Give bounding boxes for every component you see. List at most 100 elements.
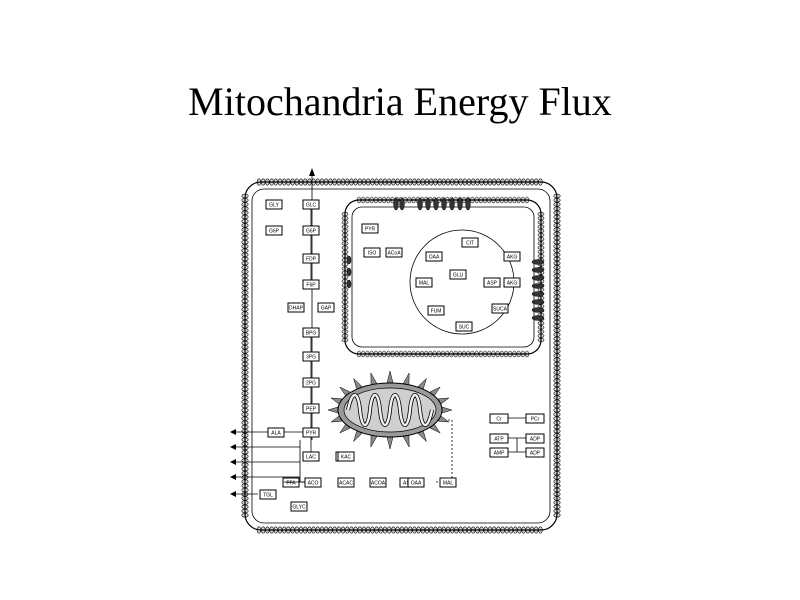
dashed-connector	[436, 419, 453, 483]
svg-text:FDP: FDP	[306, 257, 317, 263]
mitochondrion-illustration	[327, 370, 453, 450]
mito-metabolite-boxes: PYR CIT OAA MAL ACoA AKG AKG SUC SUCA FUM GLU ASP IS…	[361, 223, 521, 332]
top-arrowhead	[309, 168, 315, 176]
svg-text:3PG: 3PG	[306, 355, 316, 361]
mito-transporters	[346, 197, 545, 321]
cell-inner-outline	[251, 188, 551, 524]
energy-arrows	[508, 417, 526, 453]
cell-metabolite-box: ACAC	[337, 477, 355, 488]
svg-text:ACO: ACO	[308, 481, 319, 487]
cell-metabolite-box: GAP	[317, 302, 335, 313]
svg-text:MAL: MAL	[443, 481, 454, 487]
svg-text:AMP: AMP	[494, 451, 506, 457]
svg-text:BPG: BPG	[306, 331, 317, 337]
svg-text:G6P: G6P	[306, 229, 317, 235]
svg-text:CIT: CIT	[466, 241, 474, 247]
mito-metabolite-box: CIT	[461, 237, 479, 248]
svg-text:KAC: KAC	[341, 455, 352, 461]
cell-metabolite-box: LAC	[302, 451, 320, 462]
svg-text:AKG: AKG	[507, 281, 518, 287]
mito-outline	[344, 199, 542, 355]
cell-outline	[244, 181, 558, 531]
svg-text:PYR: PYR	[365, 227, 376, 233]
svg-text:SUC: SUC	[459, 325, 470, 331]
svg-text:ASP: ASP	[487, 281, 498, 287]
svg-text:ISO: ISO	[368, 251, 377, 257]
svg-text:OAA: OAA	[411, 481, 422, 487]
mito-inner-outline	[351, 206, 535, 348]
svg-text:ADP: ADP	[530, 451, 541, 457]
svg-text:OAA: OAA	[429, 255, 440, 261]
mito-metabolite-box: ACoA	[385, 247, 403, 258]
cell-metabolite-box: GLY	[265, 199, 283, 210]
cell-metabolite-box: OAA	[407, 477, 425, 488]
mito-metabolite-box: SUC	[455, 321, 473, 332]
mito-metabolite-box: ISO	[363, 247, 381, 258]
cell-metabolite-box: ACOA	[369, 477, 387, 488]
cell-metabolite-box: 2PG	[302, 377, 320, 388]
cell-metabolite-box: G6P	[265, 225, 283, 236]
svg-text:MAL: MAL	[419, 281, 430, 287]
energy-box: AMP	[489, 447, 509, 458]
mito-metabolite-box: FUM	[427, 305, 445, 316]
cell-metabolite-box: PEP	[302, 403, 320, 414]
svg-text:ALA: ALA	[271, 431, 281, 437]
cell-metabolite-box: KAC	[337, 451, 355, 462]
svg-text:GLU: GLU	[453, 273, 464, 279]
cell-metabolite-box: FFA	[282, 477, 300, 488]
svg-text:TGL: TGL	[263, 493, 273, 499]
cell-metabolite-boxes: GLY GLC G6P G6P F6P FDP DHAP GAP BPG 3PG 2PG PEP PYR…	[259, 199, 457, 512]
cell-metabolite-box: F6P	[302, 279, 320, 290]
mito-metabolite-box: MAL	[415, 277, 433, 288]
svg-text:F6P: F6P	[306, 283, 316, 289]
svg-text:AKG: AKG	[507, 255, 518, 261]
svg-text:FFA: FFA	[286, 481, 296, 487]
cell-metabolite-box: TGL	[259, 489, 277, 500]
svg-text:LAC: LAC	[306, 455, 316, 461]
energy-box: ATP	[489, 433, 509, 444]
mito-metabolite-box: SUCA	[491, 303, 509, 314]
cell-metabolite-box: GLC	[302, 199, 320, 210]
svg-text:GLY: GLY	[269, 203, 279, 209]
mito-metabolite-box: PYR	[361, 223, 379, 234]
svg-text:ACAC: ACAC	[339, 481, 353, 487]
svg-text:PYR: PYR	[306, 431, 317, 437]
slide-title: Mitochandria Energy Flux	[188, 79, 612, 124]
svg-text:ATP: ATP	[494, 437, 504, 443]
svg-text:Cr: Cr	[496, 417, 502, 423]
svg-text:PEP: PEP	[306, 407, 317, 413]
energy-box: ADP	[525, 447, 545, 458]
energy-box: Cr	[489, 413, 509, 424]
cell-metabolite-box: ACO	[304, 477, 322, 488]
cell-metabolite-box: G6P	[302, 225, 320, 236]
cell-metabolite-box: DHAP	[287, 302, 305, 313]
mito-metabolite-box: AKG	[503, 277, 521, 288]
svg-text:ACoA: ACoA	[387, 251, 401, 257]
svg-text:ACOA: ACOA	[371, 481, 386, 487]
cell-metabolite-box: PYR	[302, 427, 320, 438]
svg-text:GAP: GAP	[321, 306, 332, 312]
cell-metabolite-box: BPG	[302, 327, 320, 338]
cell-metabolite-box: ALA	[267, 427, 285, 438]
efflux-arrows	[230, 429, 300, 497]
svg-text:SUCA: SUCA	[493, 307, 508, 313]
energy-box: PCr	[525, 413, 545, 424]
mito-metabolite-box: GLU	[449, 269, 467, 280]
mito-metabolite-box: AKG	[503, 251, 521, 262]
svg-text:FUM: FUM	[431, 309, 442, 315]
svg-text:GLYC: GLYC	[292, 505, 306, 511]
energy-box: ADP	[525, 433, 545, 444]
cell-metabolite-box: GLYC	[290, 501, 308, 512]
svg-text:ADP: ADP	[530, 437, 541, 443]
svg-text:DHAP: DHAP	[289, 306, 304, 312]
svg-text:G6P: G6P	[269, 229, 280, 235]
svg-text:PCr: PCr	[531, 417, 540, 423]
cell-metabolite-box: 3PG	[302, 351, 320, 362]
cell-metabolite-box: FDP	[302, 253, 320, 264]
svg-text:2PG: 2PG	[306, 381, 316, 387]
svg-text:GLC: GLC	[306, 203, 317, 209]
mito-metabolite-box: ASP	[483, 277, 501, 288]
mito-metabolite-box: OAA	[425, 251, 443, 262]
